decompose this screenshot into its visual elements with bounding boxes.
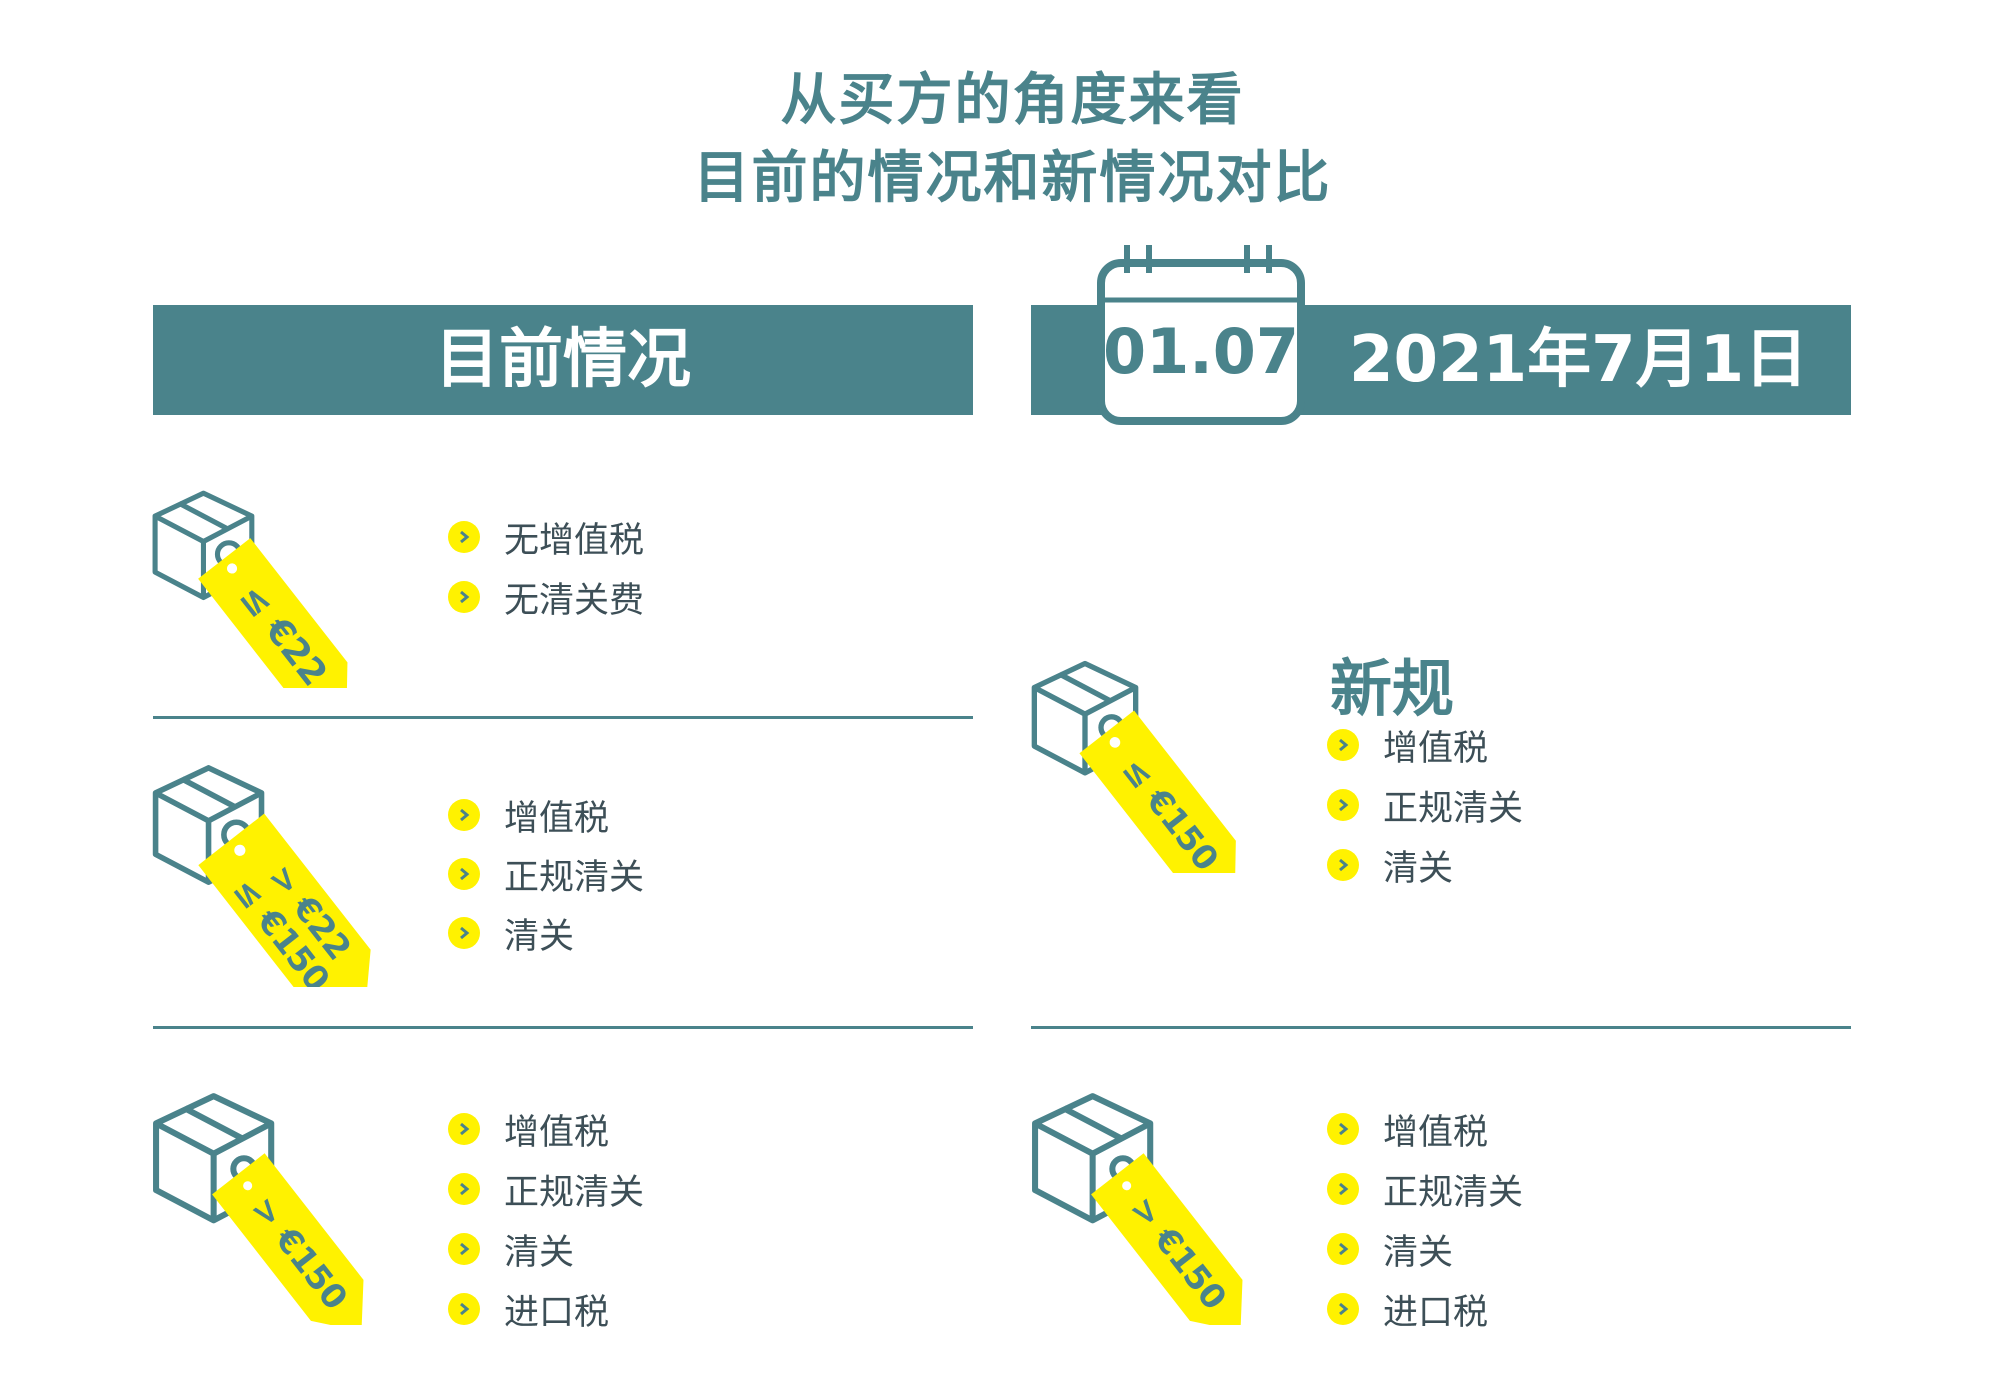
list-item-label: 正规清关	[504, 857, 645, 898]
chevron-right-icon	[448, 1293, 480, 1325]
list-item-label: 增值税	[504, 1112, 610, 1153]
new-header: 2021年7月1日	[1349, 323, 1809, 397]
title-line-1: 从买方的角度来看	[780, 68, 1245, 133]
package-tag-icon: > €22 ≤ €150	[150, 762, 380, 1011]
chevron-right-icon	[448, 858, 480, 890]
package-tag-icon: ≤ €150	[1029, 658, 1249, 896]
new-rules-title: 新规	[1330, 652, 1455, 725]
list-item: 增值税	[1327, 1104, 1523, 1154]
chevron-right-icon	[448, 581, 480, 613]
list-item: 清关	[1327, 1224, 1523, 1274]
calendar-icon: 01.07	[1095, 243, 1307, 427]
list-item: 进口税	[1327, 1284, 1523, 1334]
chevron-right-icon	[1327, 789, 1359, 821]
list-item-label: 无增值税	[504, 520, 645, 561]
divider	[153, 716, 973, 719]
chevron-right-icon	[448, 521, 480, 553]
list-current-1: 无增值税无清关费	[448, 512, 644, 632]
calendar-date: 01.07	[1102, 315, 1300, 388]
list-item: 无清关费	[448, 572, 644, 622]
chevron-right-icon	[1327, 849, 1359, 881]
list-item: 无增值税	[448, 512, 644, 562]
list-item-label: 清关	[504, 916, 575, 957]
chevron-right-icon	[1327, 1173, 1359, 1205]
list-item-label: 进口税	[504, 1292, 610, 1333]
list-item: 增值税	[448, 790, 644, 840]
list-item-label: 增值税	[504, 798, 610, 839]
list-item-label: 无清关费	[504, 580, 645, 621]
list-item-label: 清关	[1383, 1232, 1454, 1273]
chevron-right-icon	[448, 1113, 480, 1145]
list-item: 清关	[448, 1224, 644, 1274]
list-item-label: 增值税	[1383, 728, 1489, 769]
package-tag-icon: > €150	[150, 1090, 400, 1332]
chevron-right-icon	[1327, 1113, 1359, 1145]
list-current-2: 增值税正规清关清关	[448, 790, 644, 967]
chevron-right-icon	[448, 917, 480, 949]
chevron-right-icon	[448, 1173, 480, 1205]
list-item-label: 增值税	[1383, 1112, 1489, 1153]
list-new-1: 增值税正规清关清关	[1327, 720, 1523, 900]
current-banner: 目前情况	[153, 305, 973, 415]
list-item-label: 清关	[504, 1232, 575, 1273]
list-item: 正规清关	[448, 849, 644, 899]
list-item: 正规清关	[448, 1164, 644, 1214]
package-tag-icon: ≤ €22	[150, 488, 360, 715]
chevron-right-icon	[1327, 1293, 1359, 1325]
list-new-2: 增值税正规清关清关进口税	[1327, 1104, 1523, 1344]
list-current-3: 增值税正规清关清关进口税	[448, 1104, 644, 1344]
chevron-right-icon	[448, 1233, 480, 1265]
list-item: 清关	[448, 908, 644, 958]
list-item: 进口税	[448, 1284, 644, 1334]
current-header: 目前情况	[435, 323, 691, 397]
chevron-right-icon	[1327, 1233, 1359, 1265]
list-item: 增值税	[448, 1104, 644, 1154]
list-item: 正规清关	[1327, 1164, 1523, 1214]
divider	[153, 1026, 973, 1029]
list-item: 清关	[1327, 840, 1523, 890]
list-item: 正规清关	[1327, 780, 1523, 830]
list-item-label: 正规清关	[1383, 788, 1524, 829]
list-item-label: 正规清关	[504, 1172, 645, 1213]
title-line-2: 目前的情况和新情况对比	[693, 146, 1332, 211]
chevron-right-icon	[1327, 729, 1359, 761]
list-item-label: 正规清关	[1383, 1172, 1524, 1213]
divider	[1031, 1026, 1851, 1029]
package-tag-icon: > €150	[1029, 1090, 1279, 1332]
chevron-right-icon	[448, 799, 480, 831]
list-item-label: 清关	[1383, 848, 1454, 889]
list-item-label: 进口税	[1383, 1292, 1489, 1333]
list-item: 增值税	[1327, 720, 1523, 770]
